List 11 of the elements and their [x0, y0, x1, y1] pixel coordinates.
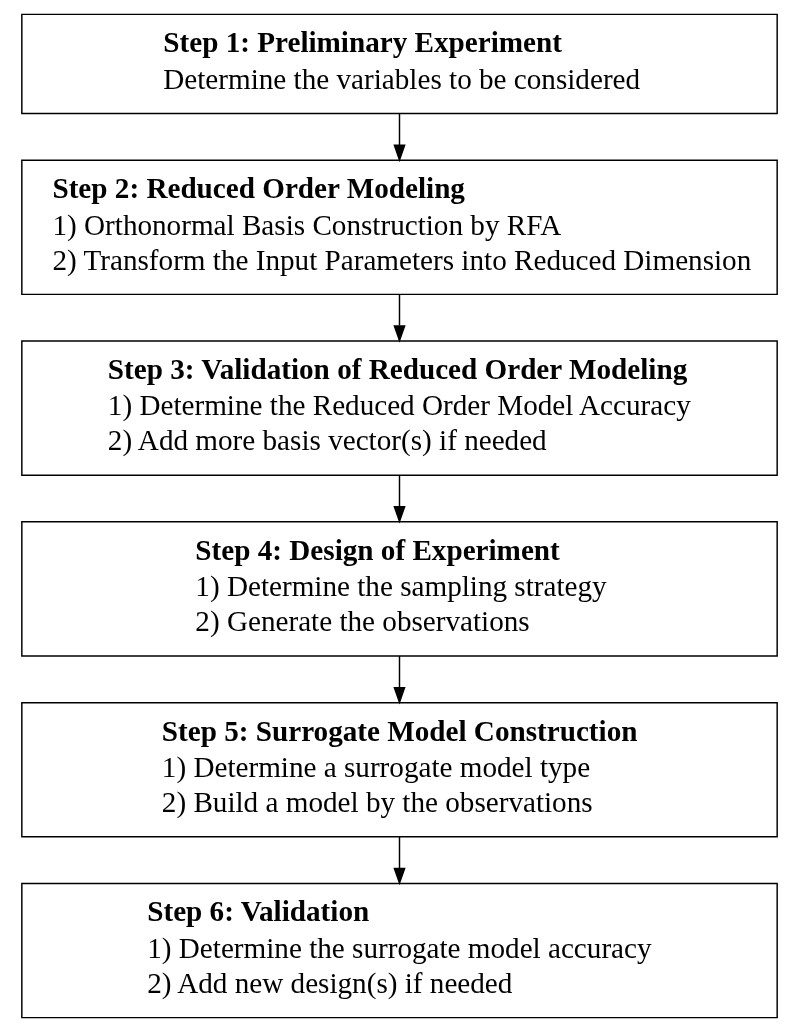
- arrow: [392, 112, 406, 163]
- node-box: Step 4: Design of Experiment 1) Determine the sampling strategy 2) Generate the observations: [20, 521, 778, 657]
- node-box: Step 5: Surrogate Model Construction 1) Determine a surrogate model type 2) Build a model by the observations: [20, 701, 778, 838]
- arrow: [392, 655, 406, 705]
- node-box: Step 3: Validation of Reduced Order Modeling 1) Determine the Reduced Order Model Accuracy 2) Add more basis vector(s) if needed: [20, 340, 778, 476]
- node-box: Step 2: Reduced Order Modeling 1) Orthonormal Basis Construction by RFA 2) Transform the Input Parameters into Reduced Dimension: [20, 159, 778, 296]
- arrow: [392, 293, 406, 343]
- arrow: [392, 474, 406, 524]
- node-box: Step 6: Validation 1) Determine the surrogate model accuracy 2) Add new design(s) if needed: [20, 882, 778, 1019]
- arrow: [392, 836, 406, 886]
- node-box: Step 1: Preliminary Experiment Determine the variables to be considered: [20, 13, 778, 115]
